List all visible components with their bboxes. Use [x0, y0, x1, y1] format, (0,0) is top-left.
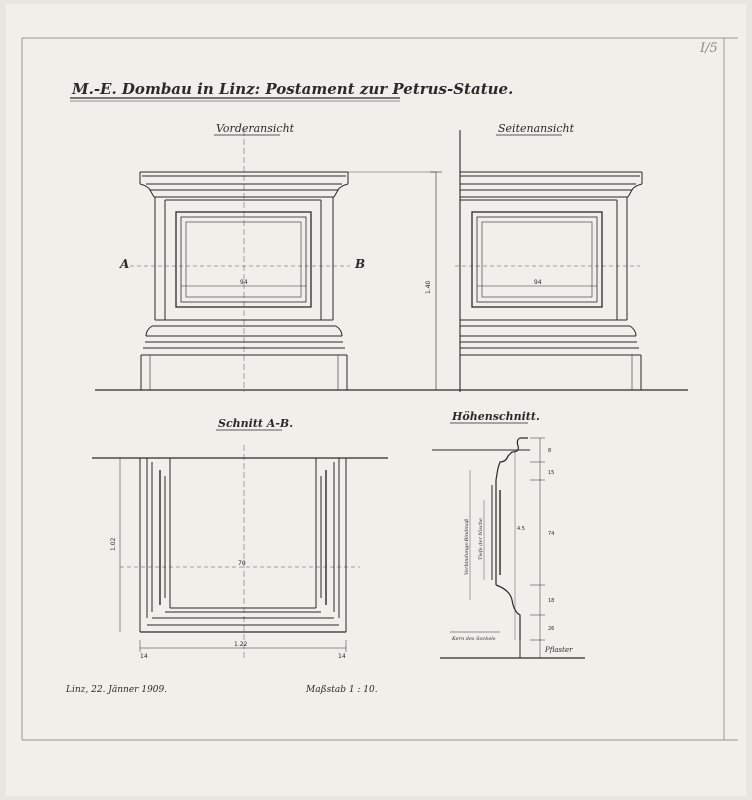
profile-note-middle: Tiefe der Nische — [478, 518, 484, 560]
profile-view-label: Höhenschnitt. — [451, 410, 540, 423]
profile-view — [432, 437, 585, 659]
front-view-label: Vorderansicht — [216, 122, 295, 135]
profile-note-upper: Verbindungs-Bindmaß — [464, 519, 470, 575]
profile-dim-3: 74 — [548, 531, 554, 537]
sheet-number: I/5 — [699, 41, 718, 56]
scale-note: Maßstab 1 : 10. — [305, 685, 378, 695]
section-mark-a: A — [119, 257, 129, 271]
side-width-dim: 94 — [534, 279, 542, 286]
section-depth-dim: 1.02 — [110, 537, 117, 551]
section-left-dim: 14 — [140, 653, 148, 660]
profile-dim-1: 15 — [548, 470, 554, 476]
paper-sheet — [6, 4, 746, 796]
front-width-dim: 94 — [240, 279, 248, 286]
section-total-dim: 1.22 — [234, 641, 248, 648]
side-view — [450, 130, 688, 392]
side-view-label: Seitenansicht — [498, 122, 575, 135]
profile-dim-0: 8 — [548, 448, 551, 454]
profile-note-lower: Kern des Sockels — [451, 636, 496, 642]
section-right-dim: 14 — [338, 653, 346, 660]
section-inner-dim: 70 — [238, 560, 246, 567]
profile-dim-5: 26 — [548, 626, 554, 632]
place-date: Linz, 22. Jänner 1909. — [65, 685, 167, 695]
section-view-label: Schnitt A-B. — [218, 417, 293, 430]
sheet-border — [21, 37, 738, 741]
profile-dim-2: 4.5 — [517, 526, 525, 532]
section-mark-b: B — [354, 257, 365, 271]
drawing-title: M.-E. Dombau in Linz: Postament zur Petr… — [71, 80, 513, 98]
profile-dim-4: 18 — [548, 598, 554, 604]
front-height-dim: 1.40 — [425, 280, 432, 294]
section-view — [92, 445, 388, 660]
profile-note-floor: Pflaster — [544, 646, 573, 654]
front-view — [95, 130, 450, 392]
